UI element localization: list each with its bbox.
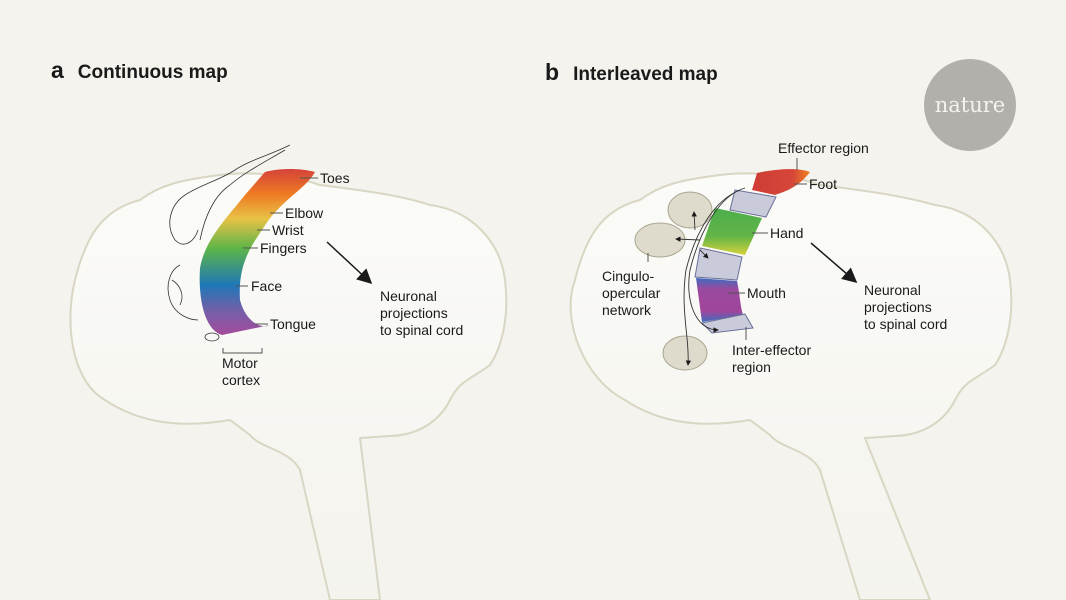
brain-outline-a <box>69 172 508 600</box>
panel-b-title: b Interleaved map <box>545 59 718 86</box>
label-projections-a: Neuronal projections to spinal cord <box>380 288 464 338</box>
homunculus-sketch <box>167 144 291 342</box>
label-tongue: Tongue <box>270 316 316 332</box>
nature-logo: nature <box>924 59 1016 151</box>
label-fingers: Fingers <box>260 240 307 256</box>
label-motor-cortex: Motor cortex <box>222 355 261 388</box>
panel-b-title-text: Interleaved map <box>573 64 718 85</box>
panel-a-title: a Continuous map <box>51 57 228 84</box>
inter-effector-segment-1 <box>729 189 777 218</box>
label-mouth: Mouth <box>747 285 786 301</box>
label-foot: Foot <box>809 176 838 192</box>
leader-lines-b <box>647 158 807 340</box>
panel-a-letter: a <box>51 57 64 83</box>
hand-region <box>702 208 762 255</box>
label-cingulo-opercular: Cingulo- opercular network <box>602 268 661 318</box>
panel-b-letter: b <box>545 59 560 85</box>
panel-a-title-text: Continuous map <box>77 62 228 83</box>
label-elbow: Elbow <box>285 205 324 221</box>
network-connections <box>675 187 746 366</box>
mouth-region <box>696 278 743 322</box>
label-inter-effector: Inter-effector region <box>732 342 812 375</box>
cingulo-opercular-network <box>634 191 713 371</box>
label-hand: Hand <box>770 225 804 241</box>
label-face: Face <box>251 278 283 294</box>
projection-arrow-b <box>810 242 858 283</box>
label-toes: Toes <box>320 170 350 186</box>
motor-cortex-strip <box>199 169 315 335</box>
foot-region <box>752 169 810 195</box>
label-wrist: Wrist <box>272 222 304 238</box>
label-effector-region: Effector region <box>778 140 869 156</box>
leader-lines-a <box>222 177 318 354</box>
label-projections-b: Neuronal projections to spinal cord <box>864 282 948 332</box>
projection-arrow-a <box>326 241 373 285</box>
